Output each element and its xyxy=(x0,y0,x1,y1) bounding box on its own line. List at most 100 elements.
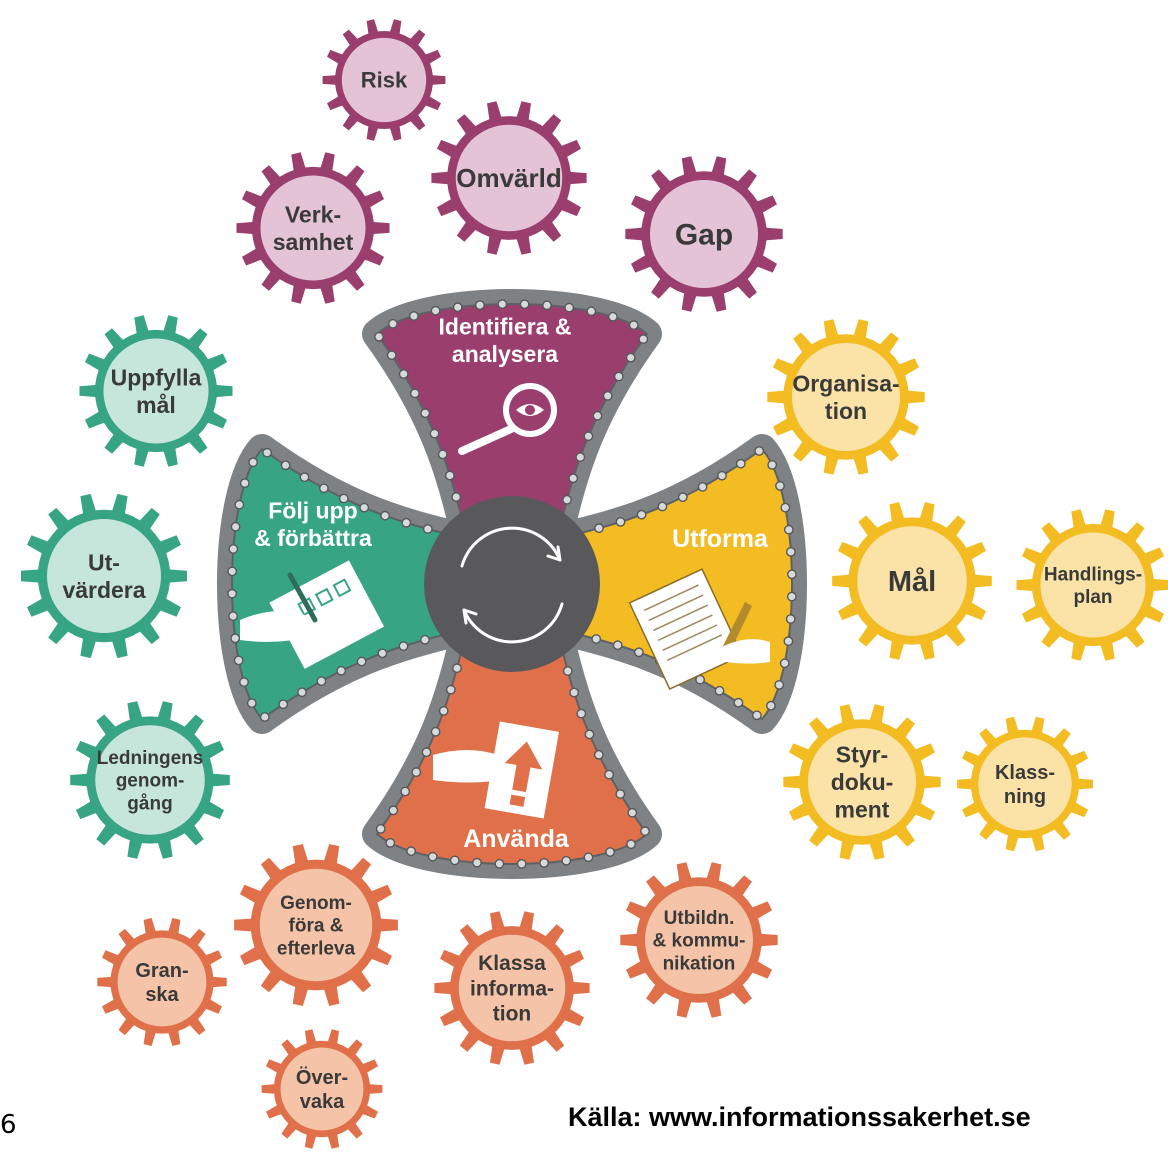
chain-link xyxy=(246,698,257,708)
label-line: föra & xyxy=(289,916,344,937)
gear-face xyxy=(95,725,205,835)
chain-link xyxy=(754,446,765,456)
chain-link xyxy=(785,614,796,624)
chain-link xyxy=(583,431,594,442)
chain-link xyxy=(640,826,650,837)
chain-link xyxy=(356,656,367,667)
chain-link xyxy=(385,837,396,848)
chain-link xyxy=(783,524,794,535)
chain-link xyxy=(735,458,746,469)
chain-link xyxy=(613,371,624,382)
chain-link xyxy=(583,852,594,863)
label-line: ska xyxy=(145,984,179,1006)
gear-face xyxy=(259,868,373,982)
label-line: nikation xyxy=(663,953,736,974)
chain-link xyxy=(429,428,440,439)
chain-link xyxy=(564,302,575,313)
gear-face xyxy=(455,124,563,232)
label-line: värdera xyxy=(62,577,145,603)
gear-face xyxy=(807,727,917,837)
chain-link xyxy=(494,858,505,869)
label-line: Risk xyxy=(361,68,408,93)
chain-link xyxy=(451,492,462,502)
chain-link xyxy=(409,311,419,321)
chain-link xyxy=(608,311,618,322)
label-line: Över- xyxy=(296,1066,348,1089)
chain-link xyxy=(591,634,602,644)
chain-link xyxy=(398,369,409,379)
chain-link xyxy=(316,676,327,686)
gear-face xyxy=(260,175,366,281)
chain-link xyxy=(539,857,549,868)
gear-face xyxy=(857,526,967,636)
chain-link xyxy=(228,544,239,554)
chain-link xyxy=(786,569,797,580)
label-line: ment xyxy=(835,797,890,823)
document-pen-icon xyxy=(628,568,770,691)
source-credit: Källa: www.informationssakerhet.se xyxy=(568,1102,1031,1132)
chain-link xyxy=(406,846,416,857)
chain-link xyxy=(411,767,422,778)
label-line: tion xyxy=(493,1003,531,1026)
gear-styrdokument: Styr-doku-ment xyxy=(783,704,941,860)
label-line: tion xyxy=(825,398,867,424)
chain-link xyxy=(774,680,785,690)
chain-link xyxy=(410,388,420,399)
chain-link xyxy=(779,658,790,669)
chain-link xyxy=(576,708,587,719)
chain-link xyxy=(401,517,412,528)
chain-link xyxy=(248,457,259,468)
chain-link xyxy=(262,447,273,458)
phase-label-design: Utforma xyxy=(672,525,769,553)
label-line: Identifiera & xyxy=(439,313,572,339)
chain-link xyxy=(472,857,482,868)
gear-face xyxy=(978,737,1072,831)
chain-link xyxy=(445,470,455,481)
chain-link xyxy=(562,494,572,505)
label-line: analysera xyxy=(452,341,558,367)
label-line: Använda xyxy=(463,825,570,853)
gear-genomfora: Genom-föra &efterleva xyxy=(234,844,398,1006)
label-line: samhet xyxy=(273,229,354,255)
gear-face xyxy=(649,179,759,289)
cycle-arrows-icon xyxy=(460,526,564,644)
chain-link xyxy=(516,858,527,869)
chain-link xyxy=(594,523,604,534)
chain-link xyxy=(449,855,460,866)
chain-link xyxy=(562,666,573,676)
chain-link xyxy=(420,408,431,419)
chain-link xyxy=(388,318,398,329)
hub-disc xyxy=(424,496,600,672)
chain-link xyxy=(338,493,349,504)
chain-link xyxy=(234,499,245,510)
label-line: Uppfylla xyxy=(111,364,202,390)
chain-link xyxy=(377,648,388,659)
label-line: Klass- xyxy=(995,762,1055,784)
chain-link xyxy=(227,566,238,577)
gear-gap: Gap xyxy=(625,156,783,312)
label-line: Ut- xyxy=(88,549,120,575)
gear-face xyxy=(341,37,427,123)
chain-link xyxy=(765,700,776,711)
phase-label-follow: Följ upp& förbättra xyxy=(254,497,372,551)
chain-link xyxy=(400,786,411,797)
chain-link xyxy=(227,588,238,599)
chain-link xyxy=(228,611,239,621)
label-line: Följ upp xyxy=(268,497,357,523)
chain-link xyxy=(375,823,386,834)
label-line: Gap xyxy=(675,219,733,252)
chain-link xyxy=(593,749,604,760)
chain-link xyxy=(420,634,430,645)
chain-link xyxy=(780,502,791,513)
gear-omvarld: Omvärld xyxy=(431,101,587,255)
chain-link xyxy=(786,591,797,602)
gear-organisation: Organisa-tion xyxy=(767,319,925,475)
label-line: Omvärld xyxy=(456,163,562,193)
checklist-pen-icon xyxy=(240,560,385,669)
label-line: Verk- xyxy=(285,201,341,227)
chain-link xyxy=(398,641,409,651)
gear-face xyxy=(1040,532,1146,638)
chain-link xyxy=(785,547,796,557)
